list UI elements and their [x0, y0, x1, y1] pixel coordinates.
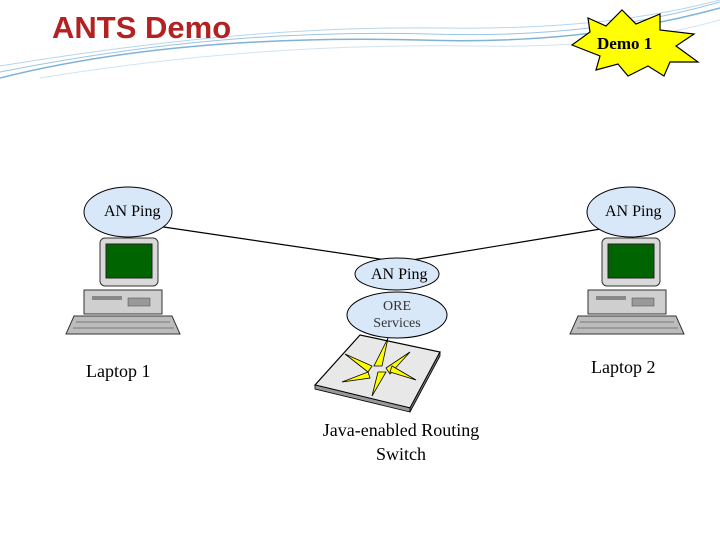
slide-title: ANTS Demo [52, 10, 232, 45]
laptop-2-label: Laptop 2 [591, 357, 656, 377]
routing-switch-icon [313, 334, 441, 413]
ore-services-bubble [346, 291, 448, 339]
laptop-1-label: Laptop 1 [86, 361, 151, 381]
badge-star-shape [570, 9, 700, 77]
switch-label-line-2: Switch [375, 444, 426, 464]
ore-services-label: ORE Services [351, 298, 443, 332]
right-app-label: AN Ping [605, 203, 662, 220]
left-app-label: AN Ping [104, 203, 161, 220]
switch-label-line-1: Java-enabled Routing [322, 420, 480, 440]
laptop-1-computer-icon [65, 237, 181, 335]
right-app-bubble [586, 186, 676, 238]
left-app-bubble [83, 186, 173, 238]
switch-app-bubble [354, 257, 440, 291]
routing-switch-label: Java-enabled Routing Switch [300, 418, 502, 466]
switch-app-label: AN Ping [371, 266, 428, 283]
laptop-2-computer-icon [569, 237, 685, 335]
services-line: Services [373, 316, 421, 331]
demo-badge-label: Demo 1 [597, 34, 653, 53]
ore-line: ORE [383, 299, 411, 314]
